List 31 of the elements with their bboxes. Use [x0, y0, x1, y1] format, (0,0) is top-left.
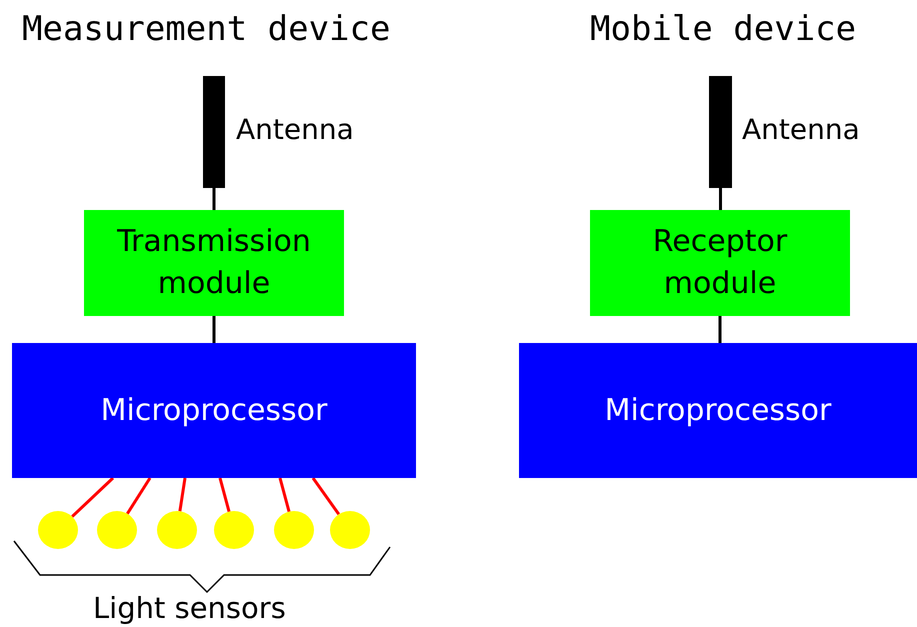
light-sensor-circle [97, 511, 137, 549]
connector-line [718, 316, 722, 343]
module-box [84, 210, 344, 316]
sensor-wire [178, 478, 186, 512]
microprocessor-box [12, 343, 416, 478]
device-heading: Measurement device [22, 12, 390, 46]
group-caption: Light sensors [93, 594, 286, 623]
connector-line [212, 188, 216, 210]
sensor-wire [218, 478, 230, 512]
module-box [590, 210, 850, 316]
connector-line [212, 316, 216, 343]
module-label: Receptor module [652, 223, 788, 303]
antenna-label: Antenna [236, 116, 354, 144]
light-sensor-circle [214, 511, 254, 549]
sensor-wire [312, 477, 340, 516]
antenna-bar [709, 76, 732, 188]
light-sensor-circle [157, 511, 197, 549]
connector-line [719, 188, 722, 210]
light-sensor-circle [38, 511, 78, 549]
processor-label: Microprocessor [604, 392, 832, 430]
processor-label: Microprocessor [100, 392, 328, 430]
module-label: Transmission module [116, 223, 312, 303]
device-heading: Mobile device [590, 12, 856, 46]
sensor-wire [278, 478, 290, 512]
sensor-wire [71, 476, 114, 518]
antenna-label: Antenna [742, 116, 860, 144]
light-sensor-circle [274, 511, 314, 549]
microprocessor-box [519, 343, 917, 478]
sensor-wire [126, 477, 152, 515]
light-sensor-circle [330, 511, 370, 549]
antenna-bar [203, 76, 225, 188]
